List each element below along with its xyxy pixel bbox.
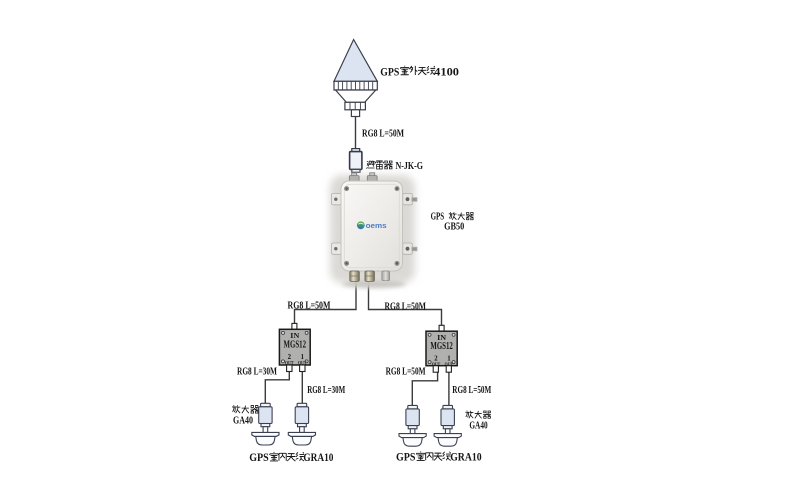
svg-text:RG8 L=50M: RG8 L=50M <box>386 366 426 377</box>
svg-text:GA40: GA40 <box>233 415 253 426</box>
svg-text:OUT: OUT <box>285 362 294 367</box>
svg-text:GRA10: GRA10 <box>450 451 482 463</box>
svg-text:GB50: GB50 <box>444 222 464 233</box>
svg-text:RG8 L=50M: RG8 L=50M <box>288 300 331 311</box>
svg-text:1: 1 <box>447 356 451 363</box>
svg-text:RG8 L=30M: RG8 L=30M <box>307 385 345 396</box>
svg-text:MGS12: MGS12 <box>284 339 307 350</box>
svg-text:GRA10: GRA10 <box>303 452 333 464</box>
svg-text:RG8 L=50M: RG8 L=50M <box>362 128 404 139</box>
svg-text:GPS: GPS <box>249 452 269 464</box>
svg-text:IN: IN <box>437 334 447 342</box>
svg-text:RG8 L=50M: RG8 L=50M <box>452 385 491 396</box>
svg-text:oems: oems <box>366 221 387 230</box>
svg-text:RG8 L=50M: RG8 L=50M <box>385 301 427 312</box>
svg-text:N-JK-G: N-JK-G <box>396 161 424 172</box>
svg-text:2: 2 <box>434 356 438 363</box>
svg-text:MGS12: MGS12 <box>430 341 453 352</box>
svg-text:2: 2 <box>288 354 292 361</box>
svg-text:GPS: GPS <box>431 212 445 223</box>
svg-text:GA40: GA40 <box>469 420 487 431</box>
svg-text:OUT: OUT <box>298 362 307 367</box>
svg-text:1: 1 <box>301 354 305 361</box>
svg-text:GPS: GPS <box>380 66 399 78</box>
svg-text:RG8 L=30M: RG8 L=30M <box>237 366 277 377</box>
svg-text:GPS: GPS <box>396 451 416 463</box>
svg-text:IN: IN <box>290 332 300 340</box>
svg-text:4100: 4100 <box>434 66 459 78</box>
